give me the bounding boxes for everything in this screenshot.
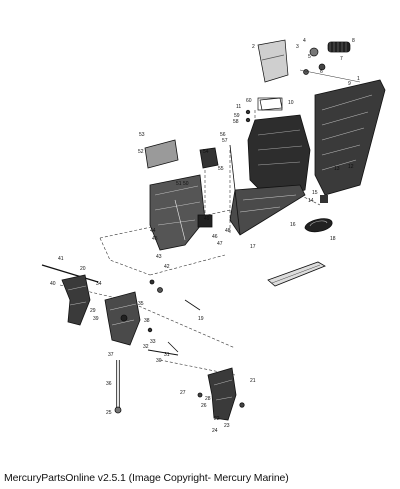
callout-19: 19 xyxy=(198,316,204,322)
callout-22: 22 xyxy=(214,416,220,422)
callout-9: 9 xyxy=(348,81,351,87)
callout-1: 1 xyxy=(357,76,360,82)
callout-16: 16 xyxy=(290,222,296,228)
callout-51: 51 xyxy=(176,181,182,187)
callout-58: 58 xyxy=(233,119,239,125)
callout-6: 6 xyxy=(320,69,323,75)
callout-59: 59 xyxy=(234,113,240,119)
callout-3: 3 xyxy=(296,44,299,50)
callout-24: 24 xyxy=(212,428,218,434)
callout-30: 30 xyxy=(156,358,162,364)
callout-43: 43 xyxy=(156,254,162,260)
callout-20: 20 xyxy=(80,266,86,272)
callout-57: 57 xyxy=(222,138,228,144)
callout-41: 41 xyxy=(58,256,64,262)
callout-labels: 1 2 3 4 5 6 7 8 9 10 11 12 13 14 15 16 1… xyxy=(50,38,360,434)
callout-35: 35 xyxy=(138,301,144,307)
callout-7: 7 xyxy=(340,56,343,62)
callout-33: 33 xyxy=(150,339,156,345)
callout-49: 49 xyxy=(204,216,210,222)
callout-29: 29 xyxy=(90,308,96,314)
callout-27: 27 xyxy=(180,390,186,396)
callout-21: 21 xyxy=(250,378,256,384)
exploded-parts-diagram: 1 2 3 4 5 6 7 8 9 10 11 12 13 14 15 16 1… xyxy=(41,38,386,434)
callout-60: 60 xyxy=(246,98,252,104)
callout-12: 12 xyxy=(348,164,354,170)
callout-26: 26 xyxy=(201,403,207,409)
callout-32: 32 xyxy=(143,344,149,350)
callout-39: 39 xyxy=(93,316,99,322)
driveshaft-housing xyxy=(144,139,219,251)
callout-13: 13 xyxy=(334,166,340,172)
callout-10: 10 xyxy=(288,100,294,106)
callout-40: 40 xyxy=(50,281,56,287)
image-copyright-caption: MercuryPartsOnline v2.5.1 (Image Copyrig… xyxy=(4,472,289,484)
callout-15: 15 xyxy=(312,190,318,196)
callout-55: 55 xyxy=(218,166,224,172)
callout-8: 8 xyxy=(352,38,355,44)
callout-5: 5 xyxy=(308,54,311,60)
callout-48: 48 xyxy=(225,228,231,234)
mounting-brackets xyxy=(61,274,245,421)
callout-4: 4 xyxy=(303,38,306,44)
shafts-and-rods xyxy=(41,144,326,408)
callout-17: 17 xyxy=(250,244,256,250)
callout-28: 28 xyxy=(205,396,211,402)
callout-14: 14 xyxy=(308,198,314,204)
callout-44: 44 xyxy=(150,228,156,234)
callout-52: 52 xyxy=(138,149,144,155)
upper-drive-housing xyxy=(229,79,386,236)
callout-36: 36 xyxy=(106,381,112,387)
seal-ring xyxy=(304,195,333,233)
callout-31: 31 xyxy=(164,352,170,358)
top-mount-parts xyxy=(245,39,361,123)
callout-42: 42 xyxy=(164,264,170,270)
callout-54: 54 xyxy=(203,149,209,155)
callout-45: 45 xyxy=(152,236,158,242)
callout-23: 23 xyxy=(224,423,230,429)
callout-34: 34 xyxy=(96,281,102,287)
callout-53: 53 xyxy=(139,132,145,138)
callout-46: 46 xyxy=(212,234,218,240)
callout-56: 56 xyxy=(220,132,226,138)
callout-50: 50 xyxy=(183,181,189,187)
callout-37: 37 xyxy=(108,352,114,358)
callout-11: 11 xyxy=(236,104,241,110)
callout-2: 2 xyxy=(252,44,255,50)
callout-18: 18 xyxy=(330,236,336,242)
callout-38: 38 xyxy=(144,318,150,324)
callout-25: 25 xyxy=(106,410,112,416)
callout-47: 47 xyxy=(217,241,223,247)
